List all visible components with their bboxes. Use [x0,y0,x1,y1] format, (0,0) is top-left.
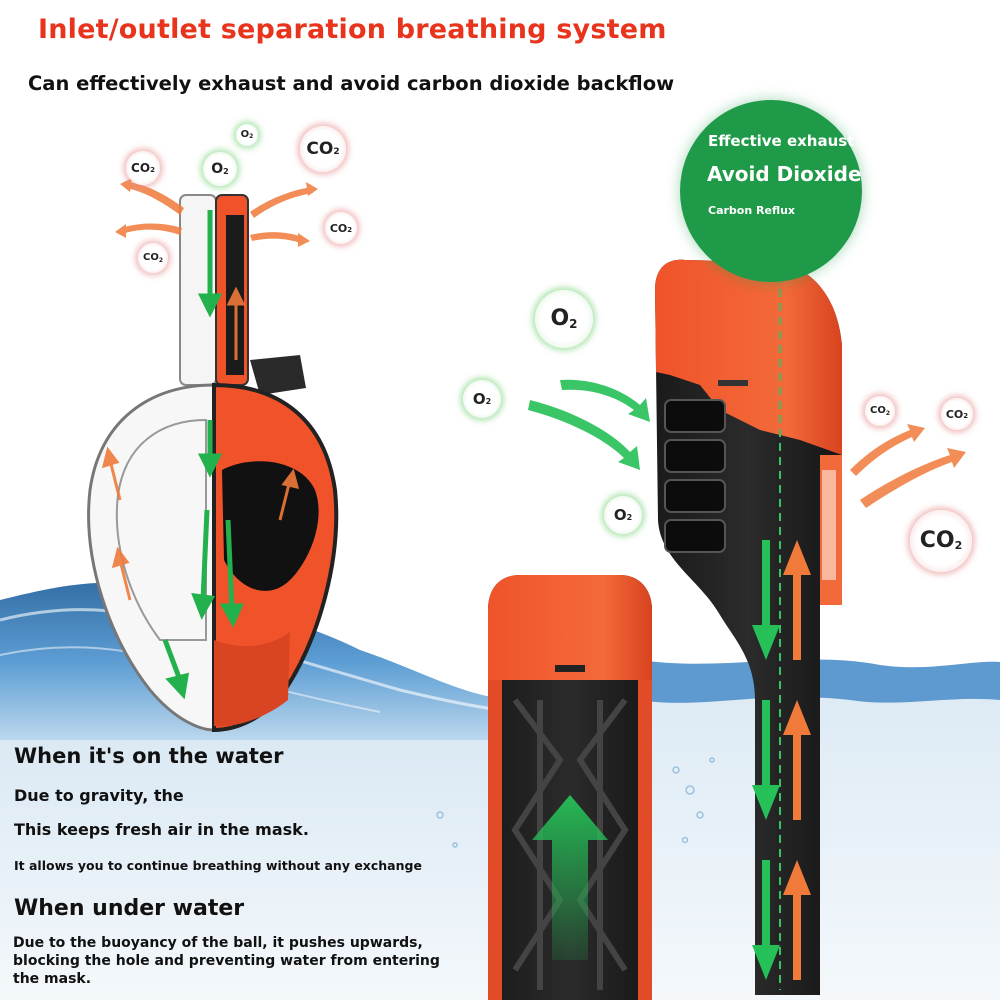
badge-line-3: Carbon Reflux [708,204,796,217]
co2-subscript: 2 [885,409,891,417]
co2-label: CO [869,405,886,416]
o2-subscript: 2 [626,513,633,522]
o2-subscript: 2 [485,397,492,406]
underwater-description: Due to the buoyancy of the ball, it push… [13,935,440,987]
o2-label: O [550,306,570,331]
co2-subscript: 2 [158,256,164,264]
o2-label: O [211,161,224,177]
badge-line-1: Effective exhaust [708,132,855,150]
co2-subscript: 2 [963,412,969,420]
co2-subscript: 2 [150,166,155,174]
co2-subscript: 2 [333,147,340,157]
o2-label: O [472,389,486,408]
o2-label: O [613,505,627,524]
co2-subscript: 2 [954,539,963,552]
co2-label: CO [142,252,159,263]
co2-label: CO [945,407,964,421]
page-title: Inlet/outlet separation breathing system [38,14,667,45]
o2-label: O [240,129,250,140]
co2-subscript: 2 [347,226,353,234]
exhaust-badge: Effective exhaust Avoid Dioxide Carbon R… [680,100,862,282]
o2-subscript: 2 [569,316,578,331]
surface-line-1: Due to gravity, the [14,786,184,805]
co2-label: CO [329,221,348,235]
surface-heading: When it's on the water [14,744,284,768]
page-subtitle: Can effectively exhaust and avoid carbon… [28,72,675,95]
underwater-heading: When under water [14,896,245,921]
badge-line-2: Avoid Dioxide [707,162,862,186]
co2-label: CO [131,161,151,175]
co2-label: CO [919,528,955,553]
surface-line-3: It allows you to continue breathing with… [14,858,422,873]
o2-subscript: 2 [223,167,229,176]
surface-line-2: This keeps fresh air in the mask. [14,820,309,839]
o2-subscript: 2 [249,133,254,140]
co2-label: CO [306,138,334,159]
